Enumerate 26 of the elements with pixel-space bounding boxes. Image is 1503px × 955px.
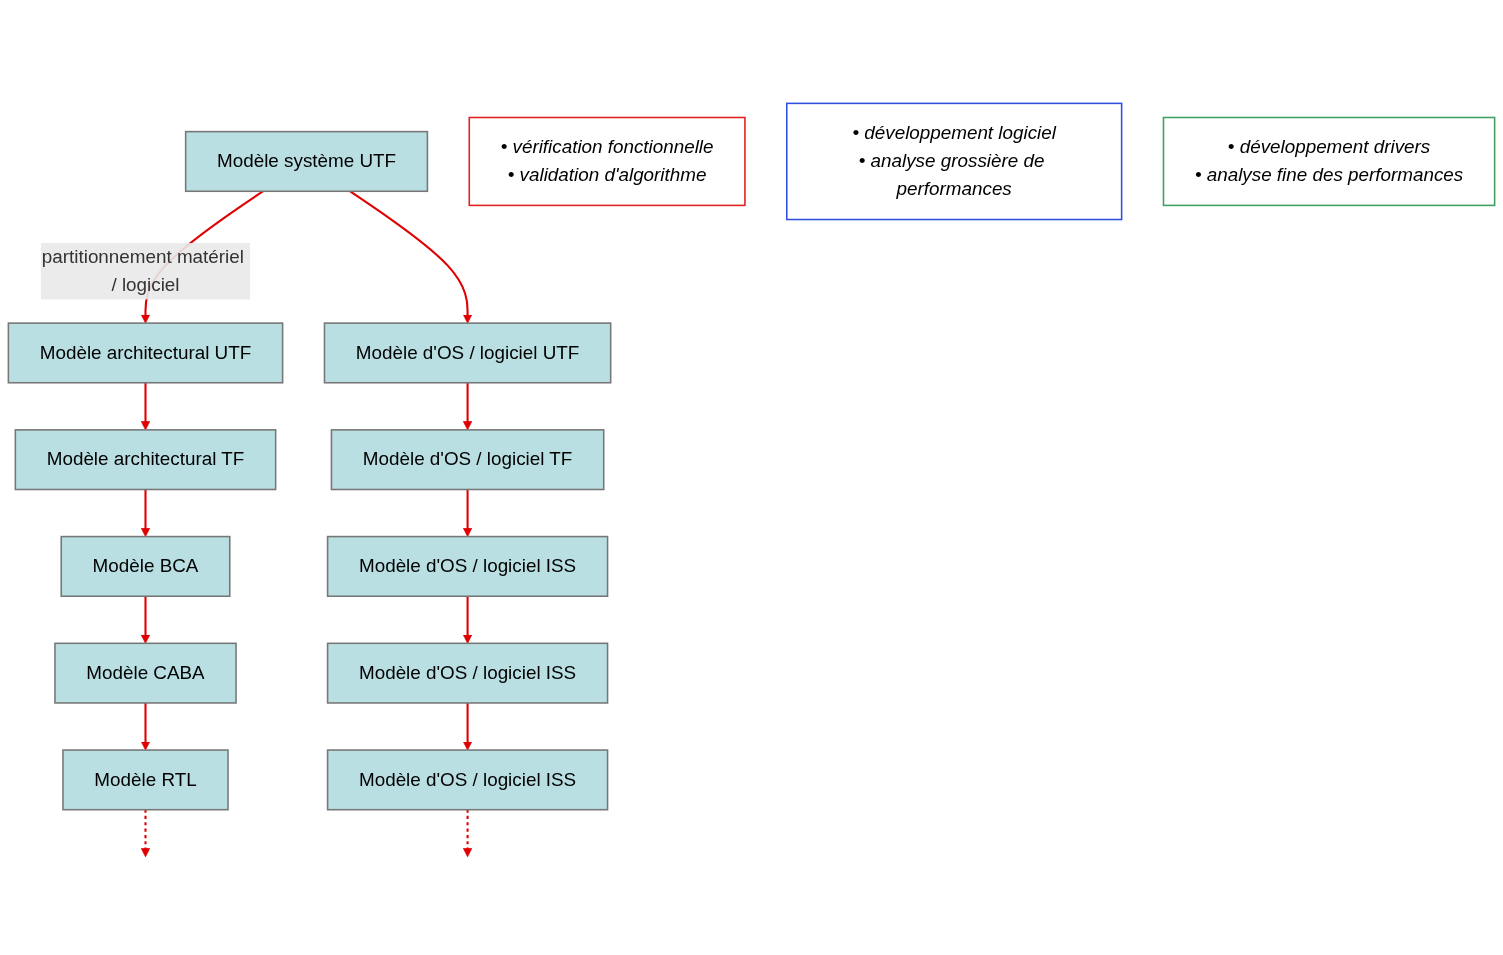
arrow	[349, 189, 473, 324]
arrow	[140, 382, 151, 430]
arrow	[140, 595, 151, 644]
edge-label: partitionnement matériel / logiciel	[41, 245, 244, 295]
node-box: Modèle d'OS / logiciel UTF	[323, 321, 612, 384]
arrow	[140, 702, 151, 750]
arrow	[140, 809, 151, 857]
node-box: • développement drivers • analyse fine des performances	[1162, 116, 1496, 206]
arrow	[462, 809, 473, 857]
node-box: Modèle d'OS / logiciel ISS	[326, 642, 609, 704]
arrow	[462, 382, 473, 430]
node-box: Modèle BCA	[60, 535, 231, 597]
arrow	[140, 489, 151, 537]
node-box: Modèle d'OS / logiciel ISS	[326, 748, 609, 810]
node-box: • développement logiciel • analyse grossière de performances	[786, 102, 1123, 220]
node-box: Modèle architectural TF	[14, 428, 277, 490]
node-box: Modèle système UTF	[184, 130, 429, 192]
arrow	[462, 702, 473, 750]
arrow	[462, 595, 473, 644]
node-box: Modèle RTL	[62, 748, 229, 810]
node-box: Modèle CABA	[54, 642, 237, 704]
node-box: • vérification fonctionnelle • validation d'algorithme	[468, 116, 746, 206]
arrow	[462, 489, 473, 537]
node-box: Modèle d'OS / logiciel TF	[330, 428, 605, 490]
node-box: Modèle d'OS / logiciel ISS	[326, 535, 609, 597]
node-box: Modèle architectural UTF	[7, 321, 284, 384]
